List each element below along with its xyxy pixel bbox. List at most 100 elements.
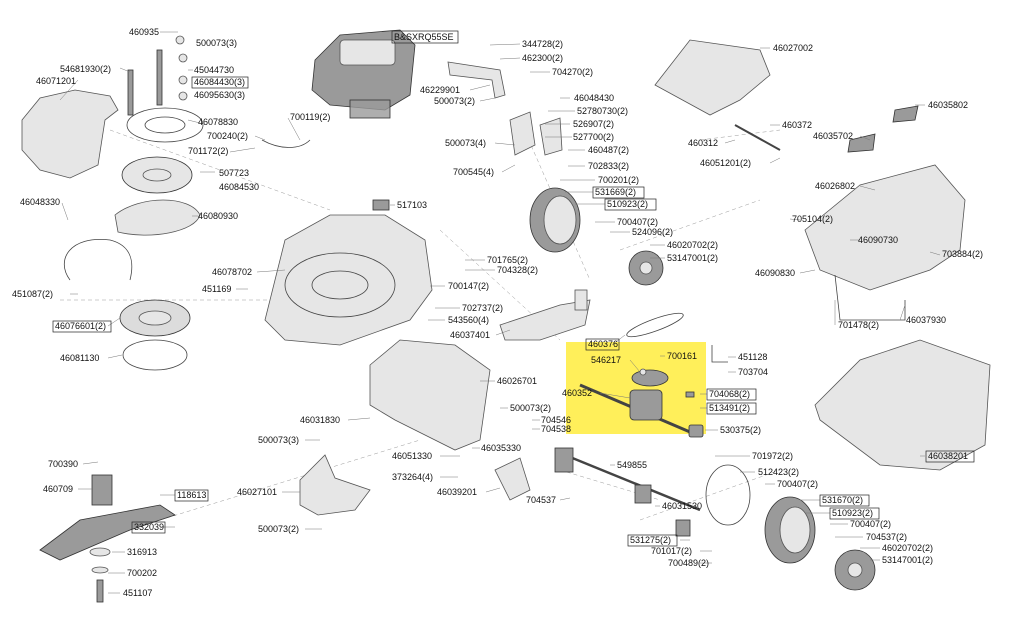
- part-label: 507723: [219, 168, 249, 178]
- part-label: 118613: [177, 490, 206, 500]
- part-label: 46026701: [497, 376, 537, 386]
- part-label: 546217: [591, 355, 621, 365]
- part-label: 510923(2): [607, 199, 648, 209]
- part-label: 46037930: [906, 315, 946, 325]
- part-label: 46051201(2): [700, 158, 751, 168]
- left-cover-part: [21, 89, 119, 179]
- part-label: 700407(2): [617, 217, 658, 227]
- part-label: 460935: [129, 27, 159, 37]
- part-label: 52780730(2): [577, 106, 628, 116]
- part-label: 700489(2): [668, 558, 709, 568]
- part-label: 527700(2): [573, 132, 614, 142]
- part-label: 704328(2): [497, 265, 538, 275]
- part-labels: 460935 500073(3) 54681930(2) 45044730 46…: [12, 27, 983, 598]
- hub-cap-part: [628, 250, 664, 286]
- part-label: 46035330: [481, 443, 521, 453]
- part-label: 700202: [127, 568, 157, 578]
- part-label: 373264(4): [392, 472, 433, 482]
- part-label: 704270(2): [552, 67, 593, 77]
- perforated-disc-inner: [142, 168, 172, 182]
- part-label: 451107: [123, 588, 152, 598]
- mulch-plug-part: [494, 457, 531, 501]
- part-label: 704068(2): [709, 389, 750, 399]
- axle-bracket-part: [634, 484, 652, 504]
- transmission-part: [579, 368, 691, 434]
- grass-catcher-top-part: [804, 164, 966, 291]
- part-label: 46048430: [574, 93, 614, 103]
- part-label: 512423(2): [758, 467, 799, 477]
- key-part: [685, 391, 695, 398]
- part-label: 500073(2): [434, 96, 475, 106]
- chute-post-part: [574, 289, 588, 311]
- grass-bag-lid-part: [654, 39, 771, 116]
- rear-flap-part: [299, 454, 371, 516]
- part-label: 46078702: [212, 267, 252, 277]
- mount-plate-inner: [144, 116, 186, 134]
- part-label: 500073(4): [445, 138, 486, 148]
- front-wheel-part: [529, 187, 581, 253]
- part-label: 700407(2): [777, 479, 818, 489]
- part-label: 46084530: [219, 182, 259, 192]
- part-label: 45044730: [194, 65, 234, 75]
- handle-rod-part: [734, 124, 781, 151]
- part-label: 524096(2): [632, 227, 673, 237]
- part-label: 703704: [738, 367, 768, 377]
- part-label: 46031830: [300, 415, 340, 425]
- blade-part: [39, 474, 176, 603]
- bolt-part: [127, 69, 134, 116]
- part-label: 54681930(2): [60, 64, 111, 74]
- part-label: 53147001(2): [882, 555, 933, 565]
- part-label: 46031530: [662, 501, 702, 511]
- nut-part: [178, 75, 188, 85]
- chute-deflector-part: [499, 299, 591, 341]
- part-label: 46051330: [392, 451, 432, 461]
- grass-disc-inner: [138, 310, 172, 326]
- part-label: 704546: [541, 415, 571, 425]
- part-label: 46090730: [858, 235, 898, 245]
- baffle-plate-part: [114, 199, 201, 236]
- nut-part: [178, 53, 188, 63]
- height-adjust-bracket-part: [509, 111, 536, 156]
- part-label: 46081130: [60, 353, 99, 363]
- part-label: 460709: [43, 484, 73, 494]
- part-label: 460352: [562, 388, 592, 398]
- part-label: 46026802: [815, 181, 855, 191]
- part-label: 460312: [688, 138, 718, 148]
- part-label: 451169: [202, 284, 231, 294]
- nut-part: [175, 35, 185, 45]
- part-label: 451087(2): [12, 289, 53, 299]
- part-label: 700407(2): [850, 519, 891, 529]
- part-label: 46229901: [420, 85, 460, 95]
- part-label: 46039201: [437, 487, 477, 497]
- part-label: 700161: [667, 351, 697, 361]
- part-label: 344728(2): [522, 39, 563, 49]
- part-label: 701017(2): [651, 546, 692, 556]
- part-label: 46090830: [755, 268, 795, 278]
- part-label: 46095630(3): [194, 90, 245, 100]
- mower-deck-part: [264, 214, 433, 346]
- rear-axle-part: [564, 453, 701, 512]
- part-label: 700240(2): [207, 131, 248, 141]
- part-label: 704537: [526, 495, 556, 505]
- part-label: 316913: [127, 547, 157, 557]
- part-label: 46035802: [928, 100, 968, 110]
- label-plate-part: [847, 133, 876, 153]
- axle-bracket-part: [554, 447, 574, 473]
- part-label: 530375(2): [720, 425, 761, 435]
- part-label: 705104(2): [792, 214, 833, 224]
- part-label: 702737(2): [462, 303, 503, 313]
- part-label: 531275(2): [630, 535, 671, 545]
- engine-part: [311, 29, 416, 119]
- part-label: 500073(3): [196, 38, 237, 48]
- part-label: 460372: [782, 120, 812, 130]
- part-label: 513491(2): [709, 403, 750, 413]
- part-label: 701972(2): [752, 451, 793, 461]
- part-label: 46071201: [36, 76, 76, 86]
- part-label: 700201(2): [598, 175, 639, 185]
- part-label: 700119(2): [290, 112, 330, 122]
- part-label: 700390: [48, 459, 78, 469]
- part-label: 500073(2): [258, 524, 299, 534]
- part-label: 700545(4): [453, 167, 494, 177]
- part-label: 46020702(2): [882, 543, 933, 553]
